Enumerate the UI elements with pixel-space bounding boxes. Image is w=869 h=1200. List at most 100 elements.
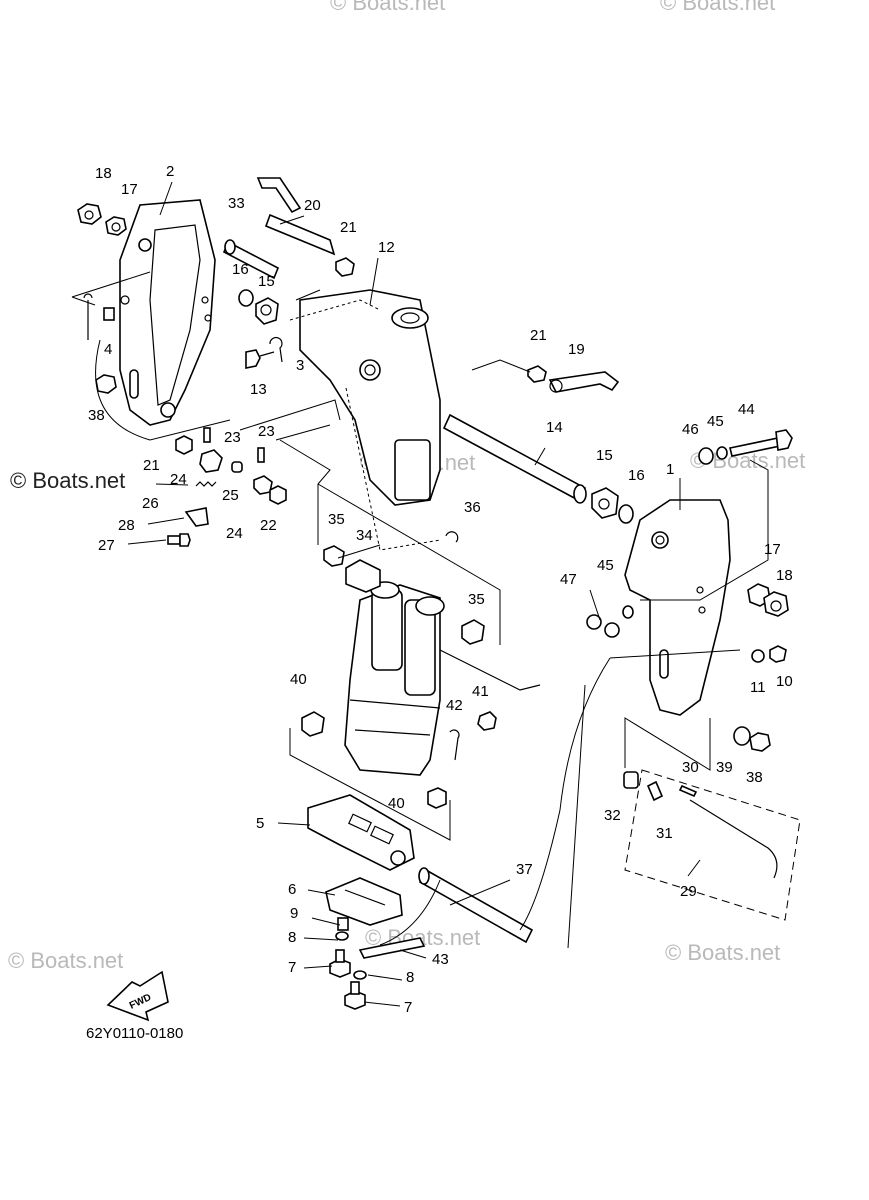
bushing-15-right [591, 487, 619, 519]
callout-1: 1 [666, 461, 674, 478]
bushing-15-left [255, 297, 279, 325]
hose-43 [358, 937, 426, 959]
clamp-42 [449, 729, 460, 761]
left-clamp-bracket [119, 199, 216, 426]
pin-23-a [203, 427, 211, 443]
callout-7a: 7 [288, 959, 296, 976]
watermark-top-center: © Boats.net [330, 0, 445, 15]
right-clamp-bracket [624, 499, 731, 716]
watermark-bottom-right: © Boats.net [665, 940, 780, 965]
diagram-code: 62Y0110-0180 [86, 1025, 183, 1042]
bolt-4 [103, 307, 115, 321]
watermark-main: © Boats.net [10, 468, 125, 493]
callout-numbers: 18 2 17 33 20 21 12 16 15 4 3 13 38 21 1… [88, 163, 793, 1016]
assembly-lines [71, 271, 801, 949]
callout-37: 37 [516, 861, 533, 878]
callout-33: 33 [228, 195, 245, 212]
callout-46: 46 [682, 421, 699, 438]
callout-36: 36 [464, 499, 481, 516]
tilt-lever-20 [256, 177, 336, 256]
lower-mount-5 [307, 794, 415, 871]
bushing-40-low [427, 787, 447, 809]
cable-terminal [83, 293, 93, 340]
spring-26 [195, 481, 217, 487]
plate-31 [646, 780, 664, 802]
callout-24b: 24 [226, 525, 243, 542]
callout-6: 6 [288, 881, 296, 898]
callout-4: 4 [104, 341, 112, 358]
callout-38b: 38 [746, 769, 763, 786]
callout-23b: 23 [258, 423, 275, 440]
callout-19: 19 [568, 341, 585, 358]
bolt-7-a [329, 949, 351, 978]
bolt-27 [167, 533, 191, 547]
pin-33 [222, 239, 280, 280]
callout-14: 14 [546, 419, 563, 436]
collar-25 [231, 461, 243, 473]
callout-15a: 15 [258, 273, 275, 290]
callout-15b: 15 [596, 447, 613, 464]
callout-18a: 18 [95, 165, 112, 182]
callout-25: 25 [222, 487, 239, 504]
washer-46 [698, 447, 714, 465]
callout-17a: 17 [121, 181, 138, 198]
clip-3 [269, 336, 283, 363]
bushing-34 [345, 559, 381, 593]
callout-16a: 16 [232, 261, 249, 278]
callout-32: 32 [604, 807, 621, 824]
bracket-24-a [199, 449, 223, 473]
callout-23a: 23 [224, 429, 241, 446]
callout-45a: 45 [707, 413, 724, 430]
callout-leaders [127, 181, 701, 1007]
shaft-37 [418, 867, 534, 944]
callout-13: 13 [250, 381, 267, 398]
tilt-shaft-14 [442, 413, 587, 504]
pin-23-b [257, 447, 265, 463]
callout-35b: 35 [468, 591, 485, 608]
washer-8-b [353, 970, 367, 980]
pin-13 [245, 349, 275, 369]
bolt-7-b [344, 981, 366, 1010]
callout-3: 3 [296, 357, 304, 374]
tilt-lever-19 [548, 371, 620, 393]
callout-11: 11 [750, 679, 766, 696]
washer-11 [751, 649, 765, 663]
watermark-top-right: © Boats.net [660, 0, 775, 15]
callout-26: 26 [142, 495, 159, 512]
callout-7b: 7 [404, 999, 412, 1016]
bolt-41 [477, 711, 497, 731]
swivel-bracket [299, 289, 441, 506]
callout-40b: 40 [388, 795, 405, 812]
clip-36 [445, 531, 459, 543]
callout-27: 27 [98, 537, 115, 554]
callout-35a: 35 [328, 511, 345, 528]
callout-21b: 21 [530, 327, 547, 344]
fwd-arrow-icon: FWD [106, 970, 169, 1022]
nut-18-left [77, 203, 102, 225]
callout-31: 31 [656, 825, 673, 842]
nut-38-left [95, 374, 117, 394]
power-trim-tilt-unit [344, 581, 541, 776]
callout-47: 47 [560, 571, 577, 588]
bolt-44 [729, 429, 793, 457]
callout-2: 2 [166, 163, 174, 180]
callout-39: 39 [716, 759, 733, 776]
bolt-10 [769, 645, 787, 663]
rod-29 [689, 799, 778, 879]
bolt-21-right [527, 365, 547, 383]
callout-18b: 18 [776, 567, 793, 584]
washer-39 [733, 726, 751, 746]
washer-8-a [335, 931, 349, 941]
callout-5: 5 [256, 815, 264, 832]
collar-9 [337, 917, 349, 931]
bushing-40-left [301, 711, 325, 737]
bushing-35-right [461, 619, 485, 645]
nuts-47 [586, 614, 620, 638]
bolt-21-left [175, 435, 193, 455]
callout-12: 12 [378, 239, 395, 256]
callout-28: 28 [118, 517, 135, 534]
plate-28 [184, 507, 209, 527]
watermark-bottom-left: © Boats.net [8, 948, 123, 973]
nut-38-right [749, 732, 771, 752]
